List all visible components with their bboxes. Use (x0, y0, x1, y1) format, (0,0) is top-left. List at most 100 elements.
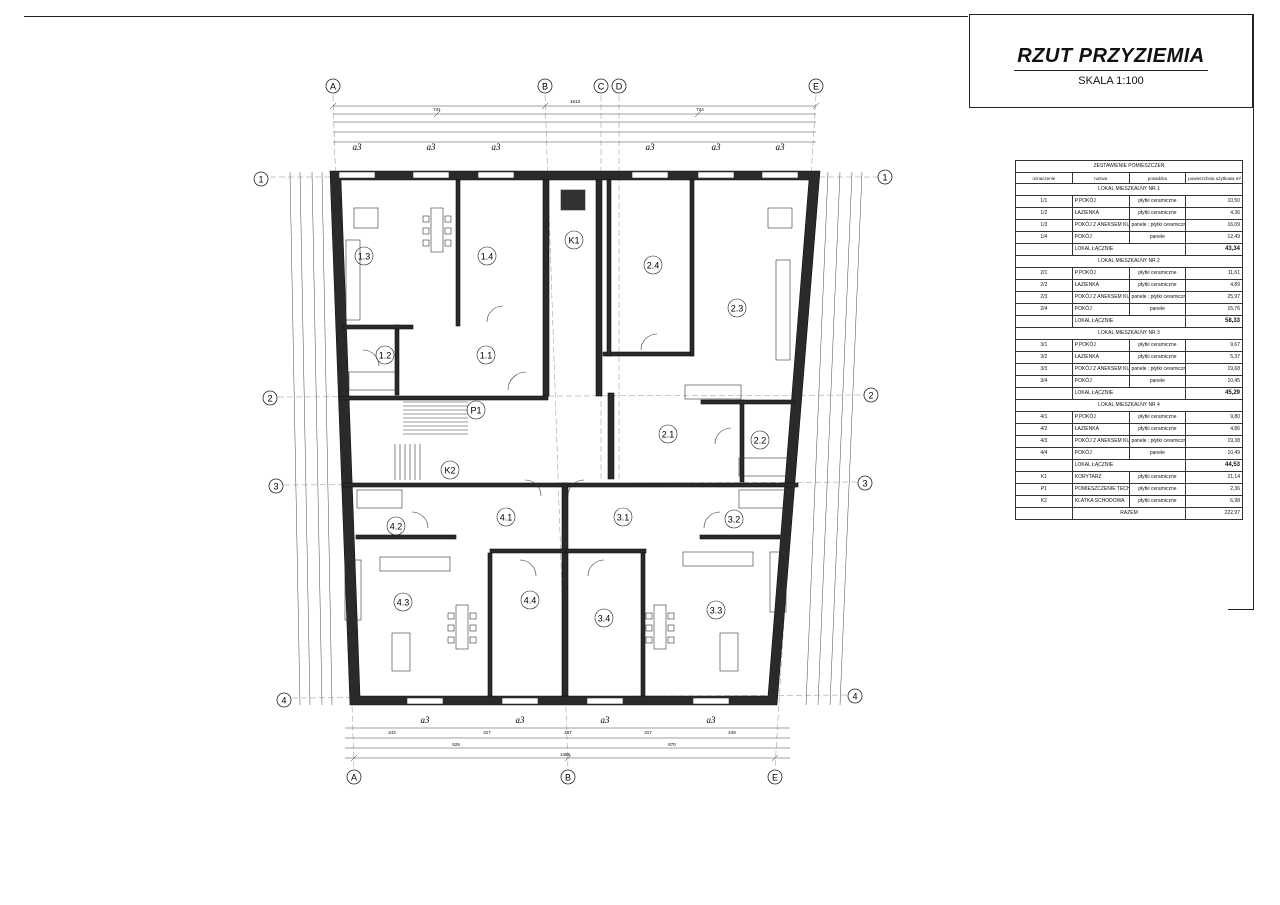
room-marker (564, 230, 584, 250)
axis-label: E (772, 773, 778, 783)
table-cell: 21,14 (1185, 471, 1243, 484)
room-marker (440, 460, 460, 480)
table-header-cell: posadzka (1128, 172, 1187, 184)
table-cell: 2/1 (1015, 267, 1073, 280)
table-cell: K2 (1015, 495, 1073, 508)
chair (422, 239, 430, 247)
axis-label: E (813, 82, 819, 92)
dimension-tick (541, 102, 549, 110)
room-marker (727, 298, 747, 318)
room-label: K1 (568, 236, 579, 246)
interior-wall (700, 399, 796, 405)
axis-bubble (537, 78, 553, 94)
table-cell: ŁAZIENKA (1071, 279, 1130, 292)
table-cell: 3/1 (1015, 339, 1073, 352)
table-cell: 19,68 (1185, 363, 1243, 376)
table-cell: POKÓJ (1071, 375, 1130, 388)
dimension-text: 267 (564, 730, 572, 735)
table-cell: płytki ceramiczne (1128, 411, 1187, 424)
room-marker (643, 255, 663, 275)
chair (667, 612, 675, 620)
sheet-right-border (1253, 14, 1254, 610)
chair (447, 636, 455, 644)
drawing-title: RZUT PRZYZIEMIA (1017, 45, 1205, 67)
section-sum-value: 45,29 (1185, 387, 1243, 400)
section-row: LOKAL MIESZKALNY NR 2 (1015, 255, 1243, 268)
table-cell: 11,61 (1185, 267, 1243, 280)
dimension-text: 529 (452, 742, 460, 747)
door-swing (524, 479, 542, 497)
kitchen-counter (344, 559, 362, 621)
room-label: 4.2 (390, 522, 403, 532)
table-cell: K1 (1015, 471, 1073, 484)
sheet-bottom-tick (1228, 609, 1254, 610)
chair (645, 624, 653, 632)
room-label: 2.3 (731, 304, 744, 314)
room-marker (477, 246, 497, 266)
room-label: 1.4 (481, 252, 494, 262)
room-marker (750, 430, 770, 450)
window-tag: a3 (516, 715, 526, 725)
dimension-line (839, 171, 863, 706)
axis-bubble (863, 387, 879, 403)
dimension-text: 1613 (570, 99, 581, 104)
table-cell: POKÓJ Z ANEKSEM KUCHENNYM (1071, 363, 1130, 376)
dimension-tick (329, 102, 337, 110)
table-cell: 10,45 (1185, 375, 1243, 388)
kitchen-counter (345, 239, 361, 321)
armchair (353, 207, 379, 229)
dimension-line (289, 171, 301, 706)
table-cell: 2/4 (1015, 303, 1073, 316)
section-sum-value: 43,34 (1185, 243, 1243, 256)
chair (422, 227, 430, 235)
axis-label: 4 (852, 692, 857, 702)
window-tag: a3 (712, 142, 722, 152)
door-swing (703, 511, 721, 529)
dimension-line (805, 171, 829, 706)
table-cell: płytki ceramiczne (1128, 195, 1187, 208)
section-name: LOKAL MIESZKALNY NR 2 (1015, 255, 1243, 268)
room-label: 4.4 (524, 596, 537, 606)
table-cell: POMIESZCZENIE TECHNICZNE (1071, 483, 1130, 496)
table-caption-row: ZESTAWIENIE POMIESZCZEŃ (1015, 160, 1243, 173)
table-header-cell: oznaczenie (1015, 172, 1073, 184)
door-swing (362, 349, 380, 367)
table-cell: 3/4 (1015, 375, 1073, 388)
table-cell: POKÓJ (1071, 447, 1130, 460)
table-cell (1015, 387, 1073, 400)
chair (645, 636, 653, 644)
table-cell: 1/1 (1015, 195, 1073, 208)
table-cell: 3/3 (1015, 363, 1073, 376)
chair (469, 624, 477, 632)
window-opening (631, 171, 669, 179)
sofa (719, 632, 739, 672)
table-cell: POKÓJ Z ANEKSEM KUCHENNYM (1071, 219, 1130, 232)
dimension-line (829, 171, 853, 706)
window-opening (477, 171, 515, 179)
dimension-tick (433, 110, 441, 118)
table-cell: płytki ceramiczne (1128, 471, 1187, 484)
axis-label: 2 (267, 394, 272, 404)
title-block: RZUT PRZYZIEMIA SKALA 1:100 (969, 14, 1253, 108)
axis-bubble (847, 688, 863, 704)
chair (447, 624, 455, 632)
window-opening (761, 171, 799, 179)
table-cell: panele ; płytki ceramiczne (1128, 363, 1187, 376)
chair (444, 215, 452, 223)
table-cell: 4/4 (1015, 447, 1073, 460)
interior-wall (739, 399, 745, 483)
kitchen-counter (682, 551, 754, 567)
axis-bubble (593, 78, 609, 94)
door-swing (587, 559, 605, 577)
table-cell: płytki ceramiczne (1128, 279, 1187, 292)
table-cell: 1/4 (1015, 231, 1073, 244)
interior-wall (606, 179, 612, 357)
